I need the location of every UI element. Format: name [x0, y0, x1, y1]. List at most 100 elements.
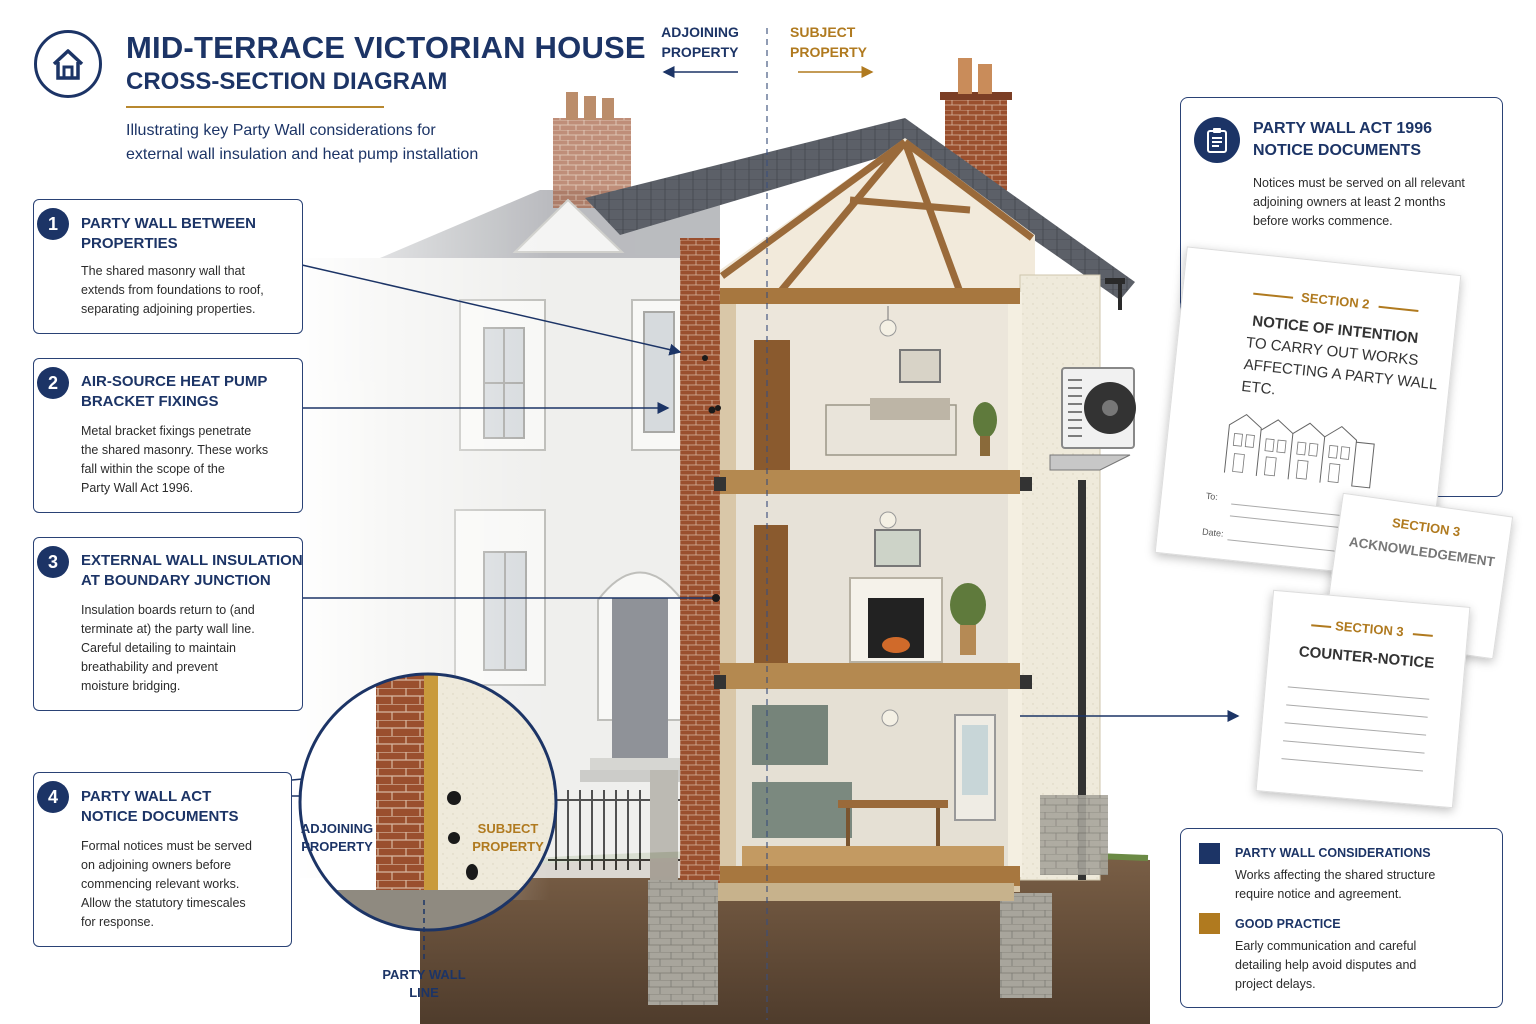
- doc3-line: [1284, 722, 1427, 736]
- callout-body-2-line: fall within the scope of the: [81, 462, 225, 476]
- notice-document-section2: SECTION 2 NOTICE OF INTENTION TO CARRY O…: [1154, 246, 1462, 582]
- callout-badge-3: 3: [37, 546, 69, 578]
- callout-body-4-line: on adjoining owners before: [81, 858, 232, 872]
- party-wall-brick: [680, 238, 720, 883]
- documents-body-line: before works commence.: [1253, 214, 1393, 228]
- callout-body-2-line: Metal bracket fixings penetrate: [81, 424, 252, 438]
- callout-body-4-line: for response.: [81, 915, 154, 929]
- callout-title-2-line2: BRACKET FIXINGS: [81, 393, 219, 410]
- subtitle-line1: Illustrating key Party Wall consideratio…: [126, 122, 436, 139]
- doc2-heading: ACKNOWLEDGEMENT: [1348, 534, 1496, 570]
- doc3-section-label: SECTION 3: [1334, 618, 1405, 640]
- zoom-subject-label: SUBJECT PROPERTY: [470, 820, 546, 856]
- doc3-line: [1287, 686, 1430, 700]
- callout-title-3-line2: AT BOUNDARY JUNCTION: [81, 572, 271, 589]
- house-logo: [34, 30, 102, 98]
- doc2-section-label: SECTION 3: [1391, 514, 1462, 540]
- page-title-line1: MID-TERRACE VICTORIAN HOUSE: [126, 30, 646, 65]
- documents-title-line2: NOTICE DOCUMENTS: [1253, 142, 1421, 159]
- documents-title-line1: PARTY WALL ACT 1996: [1253, 120, 1432, 137]
- key-item1-body-line: Works affecting the shared structure: [1235, 868, 1436, 882]
- callout-title-1-line2: PROPERTIES: [81, 235, 178, 252]
- callout-badge-4: 4: [37, 781, 69, 813]
- leader-1: [301, 264, 682, 356]
- callout-body-4-line: Formal notices must be served: [81, 839, 252, 853]
- callout-badge-1: 1: [37, 208, 69, 240]
- party-wall-label-line2: LINE: [409, 985, 439, 1000]
- subject-label-line1: SUBJECT: [790, 24, 856, 40]
- callout-card-1: [33, 199, 303, 334]
- house-icon: [52, 49, 84, 80]
- zoom-adjoining-line1: ADJOINING: [300, 821, 374, 836]
- documents-title: PARTY WALL ACT 1996 NOTICE DOCUMENTS: [1253, 118, 1432, 162]
- callout-body-1-line: separating adjoining properties.: [81, 302, 256, 316]
- subject-label-line2: PROPERTY: [790, 44, 868, 60]
- doc1-section-label: SECTION 2: [1300, 289, 1371, 312]
- callout-title-4-line2: NOTICE DOCUMENTS: [81, 808, 239, 825]
- zoom-subject-line1: SUBJECT: [477, 821, 539, 836]
- key-swatch-gold: [1199, 913, 1220, 934]
- callout-body-4-line: commencing relevant works.: [81, 877, 240, 891]
- callout-body-3-line: moisture bridging.: [81, 679, 181, 693]
- callout-body-1-line: extends from foundations to roof,: [81, 283, 264, 297]
- adjoining-property-label: ADJOINING PROPERTY: [655, 22, 745, 62]
- documents-body-line: Notices must be served on all relevant: [1253, 176, 1465, 190]
- subject-property-label: SUBJECT PROPERTY: [790, 22, 880, 62]
- key-item1-title: PARTY WALL CONSIDERATIONS: [1235, 846, 1431, 860]
- callout-title-4: PARTY WALL ACT NOTICE DOCUMENTS: [81, 787, 239, 827]
- key-item2-body-line: detailing help avoid disputes and: [1235, 958, 1417, 972]
- zoom-subject-line2: PROPERTY: [472, 839, 544, 854]
- callout-title-1: PARTY WALL BETWEEN PROPERTIES: [81, 214, 256, 254]
- title-divider: [126, 106, 384, 108]
- documents-body-line: adjoining owners at least 2 months: [1253, 195, 1446, 209]
- doc3-heading: COUNTER-NOTICE: [1298, 643, 1435, 673]
- key-item2-body-line: Early communication and careful: [1235, 939, 1417, 953]
- callout-body-1-line: The shared masonry wall that: [81, 264, 245, 278]
- callout-body-4-line: Allow the statutory timescales: [81, 896, 246, 910]
- zoom-adjoining-line2: PROPERTY: [301, 839, 373, 854]
- callout-title-4-line1: PARTY WALL ACT: [81, 788, 212, 805]
- callout-body-3-line: Insulation boards return to (and: [81, 603, 255, 617]
- doc1-heading-line: ETC.: [1240, 377, 1277, 399]
- documents-body: Notices must be served on all relevant a…: [1253, 174, 1465, 231]
- doc3-line: [1286, 704, 1428, 718]
- callout-card-4: [33, 772, 292, 947]
- key-item1-body: Works affecting the shared structure req…: [1235, 866, 1435, 904]
- key-swatch-navy: [1199, 843, 1220, 864]
- subject-house: [585, 58, 1136, 1005]
- callout-title-3: EXTERNAL WALL INSULATION AT BOUNDARY JUN…: [81, 551, 303, 591]
- counter-notice-document: SECTION 3 COUNTER-NOTICE: [1255, 589, 1471, 809]
- page-title-line2: CROSS-SECTION DIAGRAM: [126, 68, 448, 95]
- key-panel: [1180, 828, 1503, 1008]
- callout-body-3: Insulation boards return to (and termina…: [81, 601, 255, 696]
- callout-body-2-line: Party Wall Act 1996.: [81, 481, 194, 495]
- key-item2-body: Early communication and careful detailin…: [1235, 937, 1416, 994]
- doc1-rule-left: [1253, 292, 1294, 299]
- key-item1-body-line: require notice and agreement.: [1235, 887, 1402, 901]
- documents-badge: [1194, 117, 1240, 163]
- callout-body-1: The shared masonry wall that extends fro…: [81, 262, 264, 319]
- callout-card-2: [33, 358, 303, 513]
- callout-body-3-line: Careful detailing to maintain: [81, 641, 236, 655]
- callout-body-2-line: the shared masonry. These works: [81, 443, 269, 457]
- doc1-date-label: Date:: [1201, 526, 1225, 539]
- callout-body-4: Formal notices must be served on adjoini…: [81, 837, 252, 932]
- callout-body-2: Metal bracket fixings penetrate the shar…: [81, 422, 268, 498]
- terrace-sketch: [1223, 413, 1375, 489]
- clipboard-icon: [1207, 128, 1227, 153]
- adjoining-label-line2: PROPERTY: [661, 44, 739, 60]
- callout-title-1-line1: PARTY WALL BETWEEN: [81, 215, 257, 232]
- zoom-adjoining-label: ADJOINING PROPERTY: [300, 820, 374, 856]
- doc3-rule-right: [1412, 633, 1433, 637]
- doc3-rule-left: [1311, 624, 1332, 628]
- heat-pump-unit: [1049, 367, 1136, 471]
- key-item2-title: GOOD PRACTICE: [1235, 917, 1341, 931]
- doc1-rule-right: [1378, 305, 1419, 312]
- doc3-line: [1283, 740, 1425, 754]
- callout-title-3-line1: EXTERNAL WALL INSULATION: [81, 552, 303, 569]
- callout-body-3-line: breathability and prevent: [81, 660, 218, 674]
- doc3-line: [1281, 758, 1423, 772]
- callout-title-2-line1: AIR-SOURCE HEAT PUMP: [81, 373, 268, 390]
- party-wall-label-line1: PARTY WALL: [382, 967, 466, 982]
